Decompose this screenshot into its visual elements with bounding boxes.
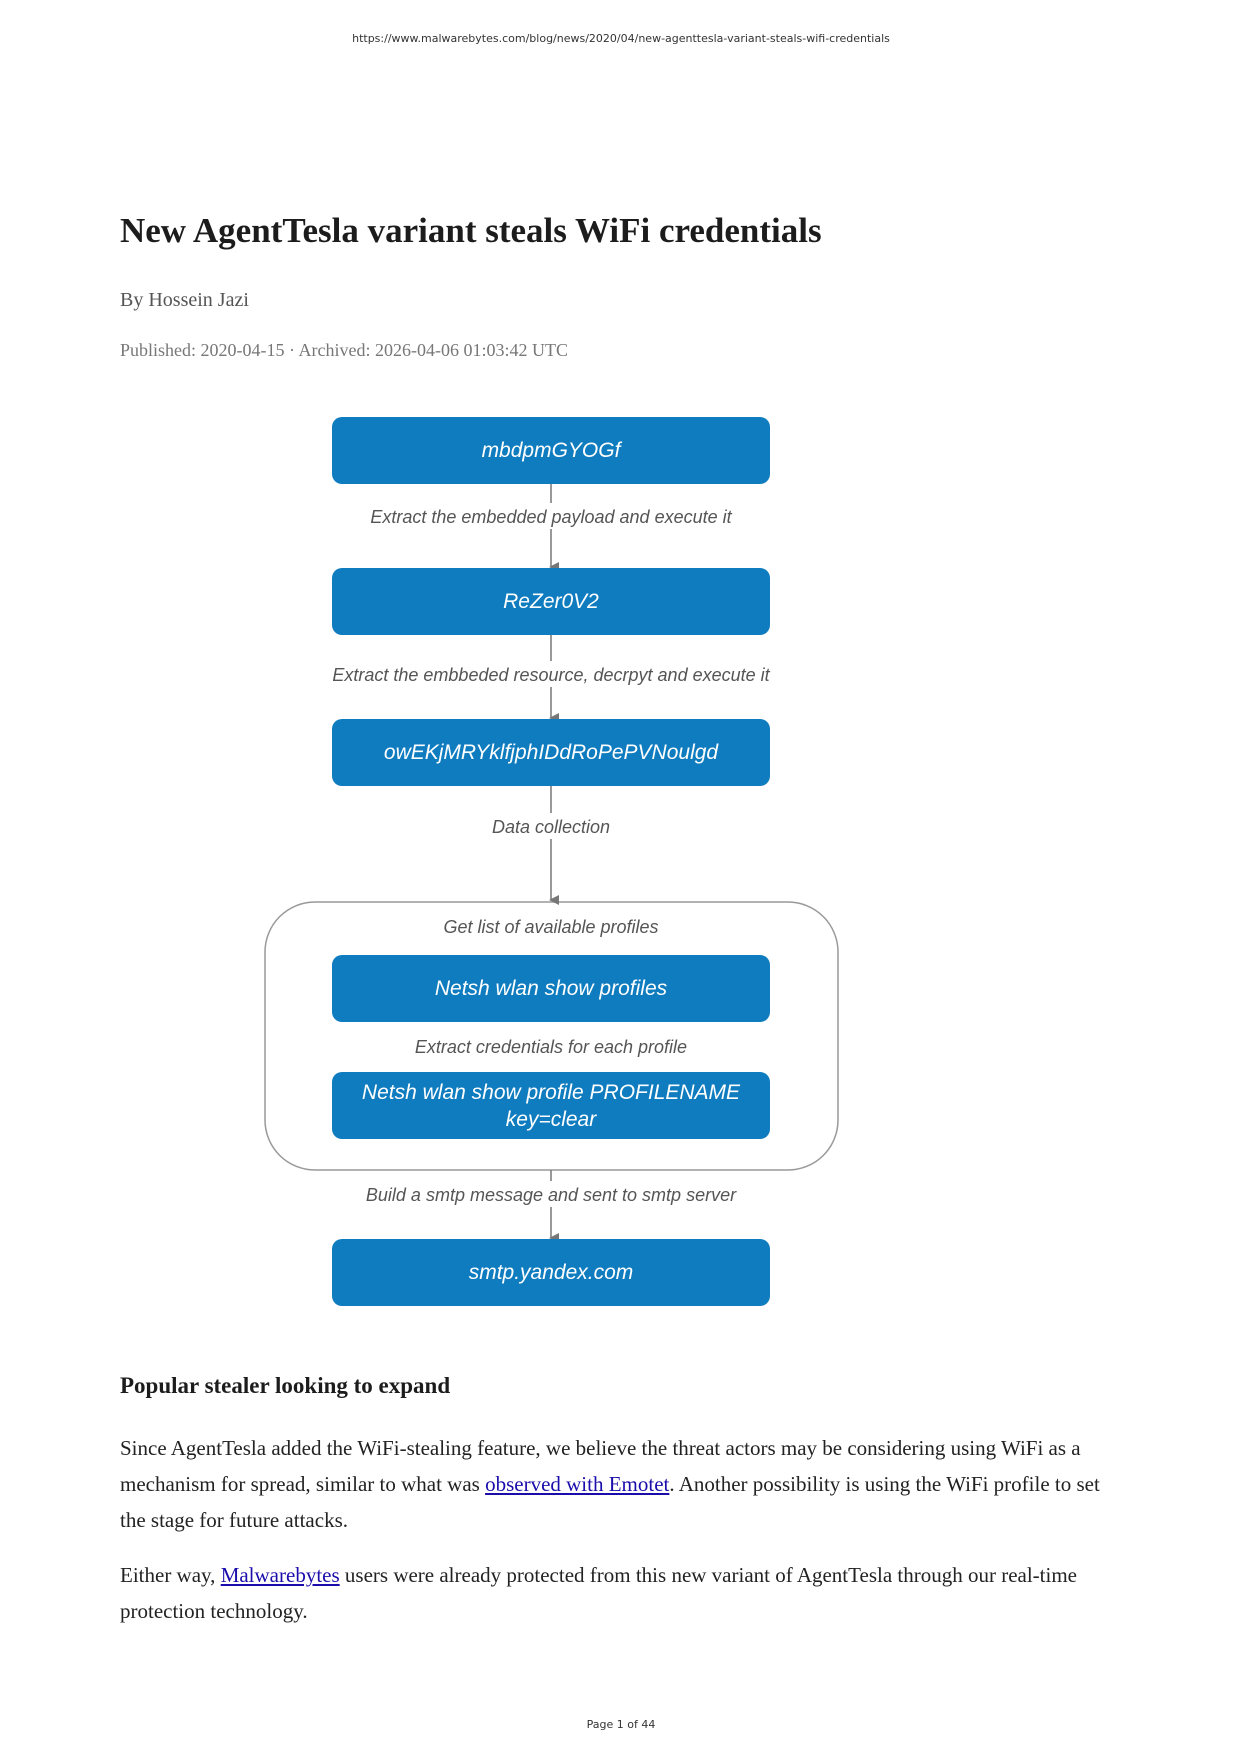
node-smtp-server — [332, 1239, 770, 1306]
node-mbdpmgyogf — [332, 417, 770, 484]
node-netsh-profile-key-line2: key=clear — [506, 1108, 597, 1131]
section-heading: Popular stealer looking to expand — [120, 1373, 451, 1398]
node-netsh-profile-key — [332, 1072, 770, 1139]
node-smtp-server-label: smtp.yandex.com — [469, 1261, 634, 1284]
paragraph-1: Since AgentTesla added the WiFi-stealing… — [120, 1430, 1130, 1538]
node-netsh-profiles-label: Netsh wlan show profiles — [435, 977, 668, 1000]
paragraph-1-text-end: . Another possibility is using the WiFi … — [120, 1472, 1100, 1532]
paragraph-2: Either way, Malwarebytes users were alre… — [120, 1557, 1130, 1629]
link-malwarebytes[interactable]: Malwarebytes — [220, 1563, 340, 1587]
paragraph-2-text-start: Either way, — [120, 1563, 221, 1587]
node-netsh-profiles — [332, 955, 770, 1022]
source-url: https://www.malwarebytes.com/blog/news/2… — [352, 32, 890, 45]
article-title: New AgentTesla variant steals WiFi crede… — [120, 211, 822, 250]
group-label-list-profiles: Get list of available profiles — [443, 917, 658, 937]
node-rezer0v2 — [332, 568, 770, 635]
article-byline: By Hossein Jazi — [120, 289, 249, 311]
article-meta: Published: 2020-04-15 · Archived: 2026-0… — [120, 340, 568, 360]
paragraph-2-text-end: users were already protected from this n… — [120, 1563, 1078, 1623]
link-observed-with-emotet[interactable]: observed with Emotet — [485, 1472, 670, 1496]
edge-label-data-collection: Data collection — [492, 817, 610, 837]
edge-label-extract-resource: Extract the embbeded resource, decrpyt a… — [332, 665, 770, 685]
paragraph-1-text-start: Since AgentTesla added the WiFi-stealing… — [120, 1436, 1081, 1496]
edge-label-extract-payload: Extract the embedded payload and execute… — [370, 507, 732, 527]
group-label-extract-credentials: Extract credentials for each profile — [415, 1037, 687, 1057]
edge-label-build-smtp: Build a smtp message and sent to smtp se… — [366, 1185, 737, 1205]
node-rezer0v2-label: ReZer0V2 — [503, 590, 599, 613]
node-owekjmry-label: owEKjMRYklfjphIDdRoPePVNoulgd — [384, 741, 720, 764]
page-number: Page 1 of 44 — [586, 1718, 656, 1731]
node-netsh-profile-key-line1: Netsh wlan show profile PROFILENAME — [362, 1081, 741, 1104]
flow-diagram: mbdpmGYOGf ReZer0V2 owEKjMRYklfjphIDdRoP… — [264, 417, 839, 1306]
node-mbdpmgyogf-label: mbdpmGYOGf — [482, 439, 623, 462]
node-owekjmry — [332, 719, 770, 786]
